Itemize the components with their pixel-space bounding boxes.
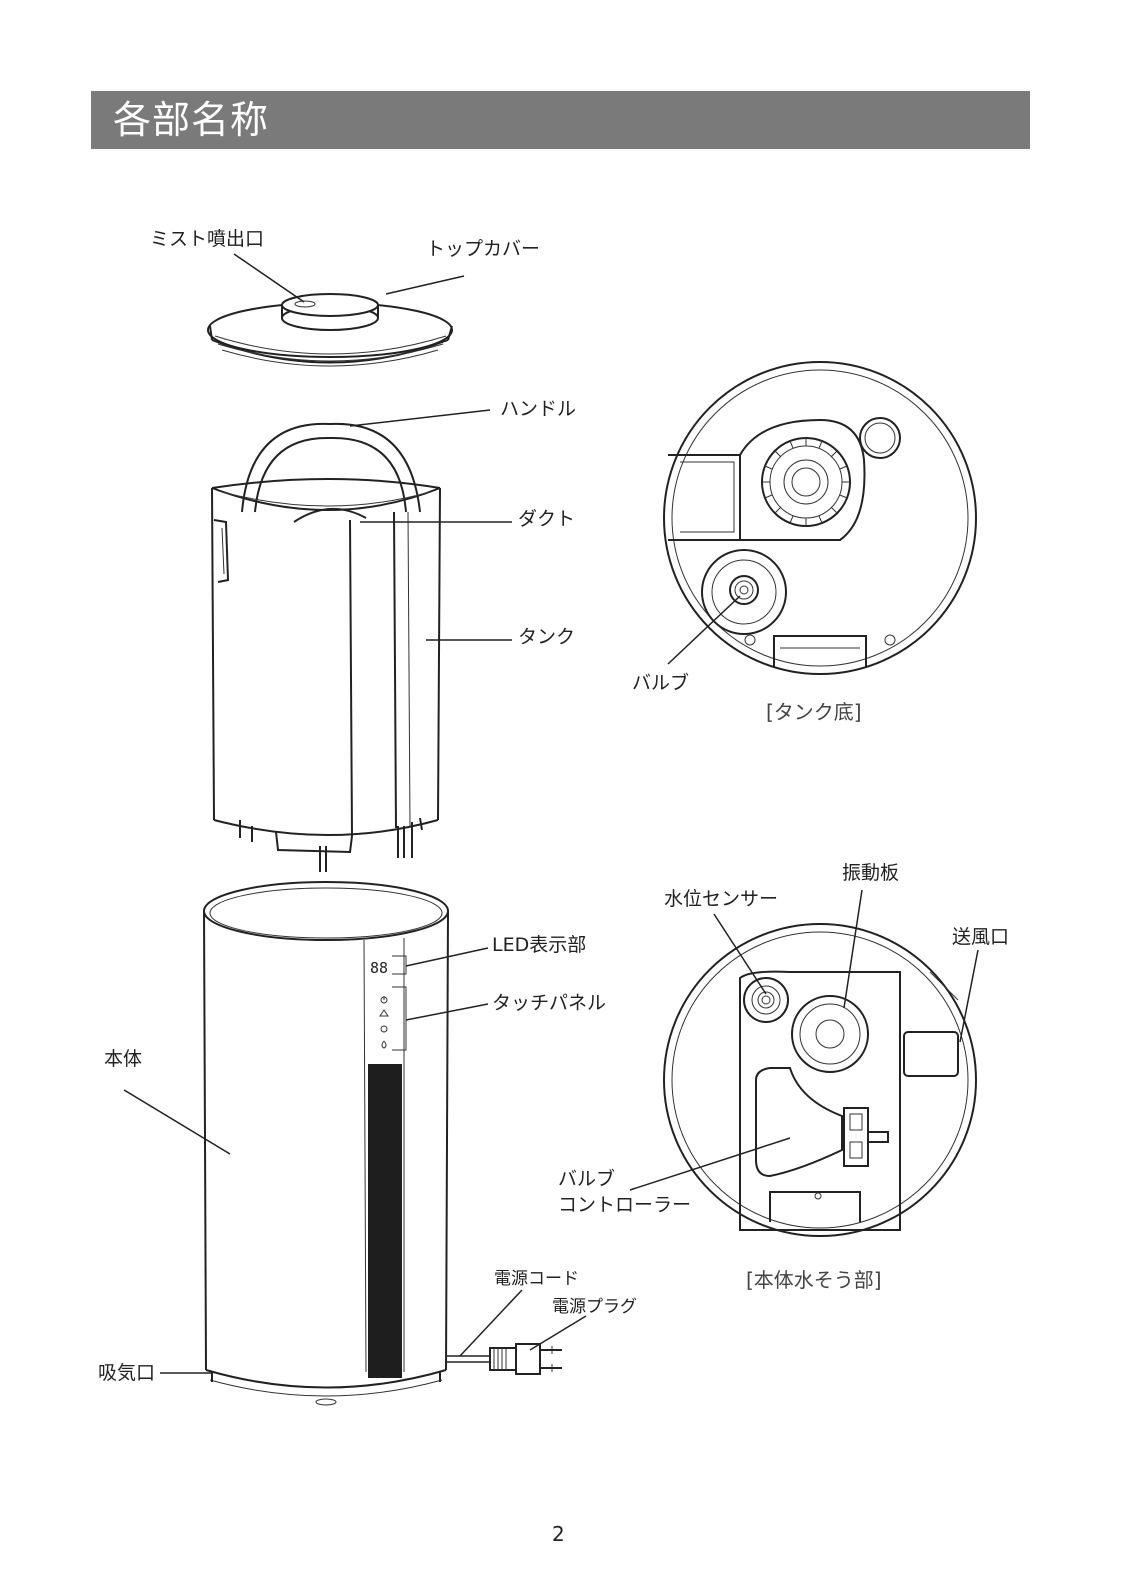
- label-air-intake: 吸気口: [98, 1362, 155, 1384]
- label-mist-outlet: ミスト噴出口: [150, 228, 264, 250]
- label-duct: ダクト: [518, 508, 575, 530]
- led-readout: 88: [370, 960, 388, 976]
- tank-bottom-drawing: [664, 362, 976, 674]
- top-cover-drawing: [208, 294, 452, 366]
- leader-lines: [124, 254, 978, 1373]
- label-touch-panel: タッチパネル: [492, 992, 606, 1014]
- label-water-level-sensor: 水位センサー: [664, 888, 778, 910]
- label-vibration-plate: 振動板: [842, 862, 899, 884]
- tank-drawing: [212, 424, 440, 872]
- label-valve: バルブ: [632, 672, 689, 694]
- label-valve-controller-line1: バルブ: [558, 1168, 615, 1190]
- caption-tank-bottom: [タンク底]: [766, 696, 862, 725]
- label-tank: タンク: [518, 626, 575, 648]
- main-body-drawing: [204, 882, 448, 1405]
- page-number: 2: [552, 1522, 565, 1546]
- caption-body-reservoir: [本体水そう部]: [746, 1264, 882, 1293]
- label-handle: ハンドル: [500, 398, 576, 420]
- power-cord-drawing: [446, 1344, 562, 1374]
- body-reservoir-drawing: [664, 924, 976, 1236]
- label-power-plug: 電源プラグ: [552, 1296, 637, 1318]
- label-top-cover: トップカバー: [426, 238, 540, 260]
- label-valve-controller-line2: コントローラー: [558, 1194, 691, 1216]
- label-power-cord: 電源コード: [494, 1268, 579, 1290]
- label-air-outlet: 送風口: [952, 926, 1009, 948]
- label-led-display: LED表示部: [492, 934, 586, 956]
- label-main-body: 本体: [104, 1048, 142, 1070]
